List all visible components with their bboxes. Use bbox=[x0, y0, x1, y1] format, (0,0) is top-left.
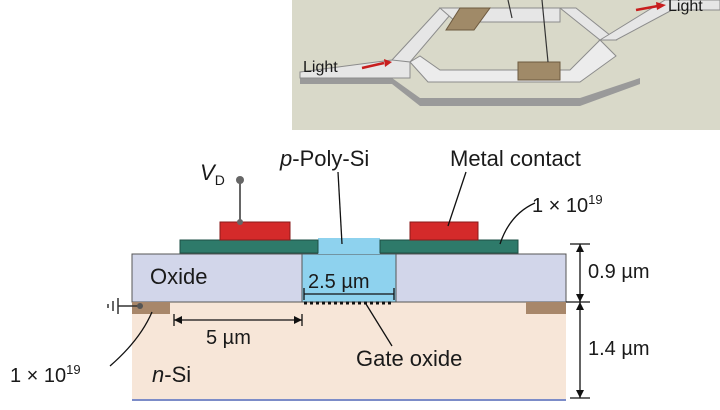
electrode-wire bbox=[541, 0, 549, 63]
doping-leader-right bbox=[499, 202, 536, 245]
thickness-arrowhead bbox=[576, 390, 584, 398]
spacing-label: 5 µm bbox=[206, 327, 251, 349]
poly-si-label: p-Poly-Si bbox=[279, 146, 369, 171]
electrode-pad-left bbox=[445, 7, 491, 31]
light-out-label: Light bbox=[668, 0, 703, 15]
ring-modulator-inset: Light Light bbox=[292, 0, 720, 130]
poly-si-strip-left bbox=[179, 239, 319, 254]
metal-contact-leader bbox=[447, 171, 467, 227]
thickness-arrowhead bbox=[576, 294, 584, 302]
output-waveguide bbox=[598, 0, 720, 41]
light-in-arrow bbox=[361, 61, 385, 70]
metal-contact-right bbox=[409, 221, 479, 241]
waveguide-side-face bbox=[392, 78, 640, 106]
drain-voltage-label: VD bbox=[200, 160, 225, 188]
metal-contact-label: Metal contact bbox=[450, 146, 581, 171]
thickness-arrowhead bbox=[576, 244, 584, 252]
poly-si-strip-right bbox=[379, 239, 519, 254]
waveguide-side-face bbox=[300, 78, 392, 84]
oxide-thickness-label: 0.9 µm bbox=[588, 261, 650, 283]
light-in-label: Light bbox=[303, 59, 338, 76]
light-out-arrowhead bbox=[656, 2, 666, 10]
substrate-label: n-Si bbox=[152, 362, 191, 387]
doping-leader-left bbox=[109, 311, 153, 367]
gate-width-label: 2.5 µm bbox=[308, 271, 370, 293]
thickness-arrowhead bbox=[576, 302, 584, 310]
n-si-substrate bbox=[132, 302, 566, 400]
electrode-wire bbox=[507, 0, 513, 19]
electrode-pad-right bbox=[517, 61, 561, 81]
spacing-arrowhead bbox=[294, 316, 302, 324]
drain-terminal-node bbox=[236, 176, 244, 184]
drain-terminal-node bbox=[237, 219, 243, 225]
substrate-contact-pad-right bbox=[526, 302, 566, 314]
device-cross-section: VD p-Poly-Si Metal contact 1 × 1019 Oxid… bbox=[10, 146, 650, 401]
oxide-block-right bbox=[395, 253, 567, 303]
poly-si-leader bbox=[337, 171, 343, 245]
light-in-arrowhead bbox=[384, 59, 392, 67]
ground-icon bbox=[107, 298, 143, 314]
gate-oxide-leader bbox=[365, 303, 393, 347]
si-thickness-label: 1.4 µm bbox=[588, 338, 650, 360]
substrate-contact-pad-left bbox=[132, 302, 170, 314]
doping-label-left: 1 × 1019 bbox=[10, 362, 81, 387]
oxide-label: Oxide bbox=[150, 264, 207, 289]
poly-si-gate-top bbox=[318, 238, 380, 254]
doping-label-right: 1 × 1019 bbox=[532, 192, 603, 217]
oxide-block-left bbox=[131, 253, 303, 303]
spacing-arrowhead bbox=[174, 316, 182, 324]
gate-oxide-label: Gate oxide bbox=[356, 346, 462, 371]
light-out-arrow bbox=[635, 4, 659, 12]
metal-contact-left bbox=[219, 221, 291, 241]
